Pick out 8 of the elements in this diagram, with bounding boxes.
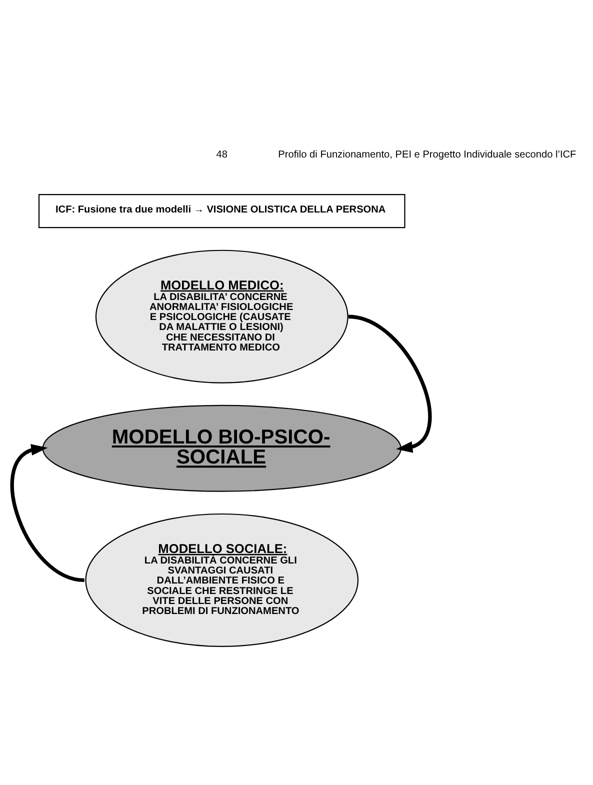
arrow [10,444,85,582]
label: Profilo di Funzionamento, PEI e Progetto Individuale secondo l’ICF [278,150,576,161]
node-ellipse: MODELLO MEDICO: LA DISABILITA’ CONCERNE ANORMALITA’ FISIOLOGICHE E PSICOLOGICHE (CAUSATE DA MALATTIE O LESIONI) CHE NECESSITANO DI TRATTAMENTO MEDICO [95,250,348,384]
node-ellipse: MODELLO BIO-PSICO-SOCIALE [42,404,402,492]
label: 48 [216,150,228,161]
node-box: ICF: Fusione tra due modelli → VISIONE OLISTICA DELLA PERSONA [38,194,406,228]
arrow [348,314,432,453]
node-ellipse: MODELLO SOCIALE: LA DISABILITÀ CONCERNE GLI SVANTAGGI CAUSATI DALL’AMBIENTE FISICO E SOCIALE CHE RESTRINGE LE VITE DELLE PERSONE CON PROBLEMI DI FUNZIONAMENTO [85,513,359,647]
